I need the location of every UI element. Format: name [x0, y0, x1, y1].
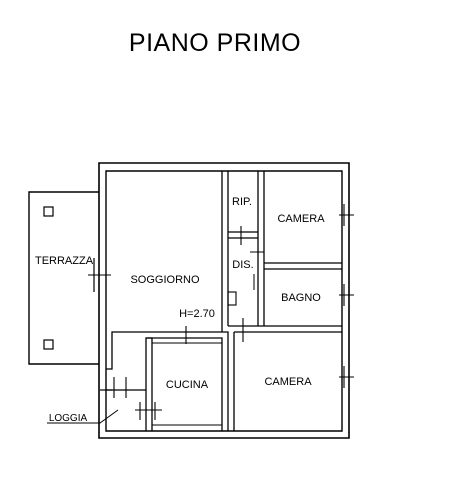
label-dis: DIS.	[232, 259, 253, 271]
label-soggiorno: SOGGIORNO	[130, 274, 200, 286]
label-cucina: CUCINA	[166, 379, 209, 391]
cucina-walls	[145, 337, 223, 431]
terrazza-pillar-bottom	[43, 339, 54, 350]
label-bagno: BAGNO	[281, 292, 321, 304]
terrazza-outline	[28, 191, 99, 365]
exterior-wall-inner	[105, 170, 343, 432]
label-camera-bottom: CAMERA	[264, 376, 312, 388]
cucina-inner-wall	[146, 337, 153, 431]
label-rip: RIP.	[232, 196, 252, 208]
label-camera-top: CAMERA	[277, 213, 325, 225]
walls	[28, 162, 354, 439]
label-terrazza: TERRAZZA	[35, 255, 94, 267]
page-title: PIANO PRIMO	[129, 29, 301, 57]
label-height: H=2.70	[179, 308, 215, 320]
exterior-wall-outer	[98, 162, 350, 439]
soggiorno-bottom-wall	[106, 331, 229, 431]
loggia-leader	[47, 409, 119, 424]
terrazza-pillar-top	[43, 206, 54, 217]
label-loggia: LOGGIA	[49, 413, 88, 424]
dis-cabinet	[227, 291, 237, 306]
